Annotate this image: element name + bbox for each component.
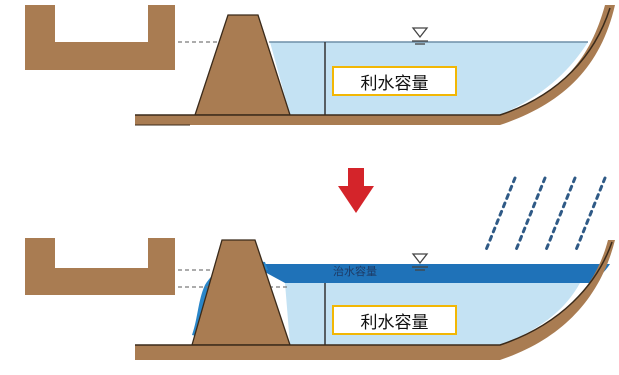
top-capacity-label: 利水容量 [332, 66, 457, 96]
bottom-dam [192, 240, 290, 345]
top-panel [25, 5, 615, 126]
rain-icon [484, 176, 607, 252]
down-arrow-icon [338, 168, 374, 213]
bottom-left-terrain [25, 238, 175, 295]
bottom-capacity-label: 利水容量 [332, 305, 457, 335]
flood-capacity-label: 治水容量 [333, 265, 377, 278]
bottom-flood-band [250, 264, 610, 283]
bottom-panel [25, 238, 615, 360]
bottom-water-level-icon [411, 253, 429, 271]
bottom-ground [135, 240, 615, 360]
top-left-terrain [25, 5, 175, 70]
top-dam [195, 15, 290, 115]
top-water-level-icon [411, 27, 429, 45]
